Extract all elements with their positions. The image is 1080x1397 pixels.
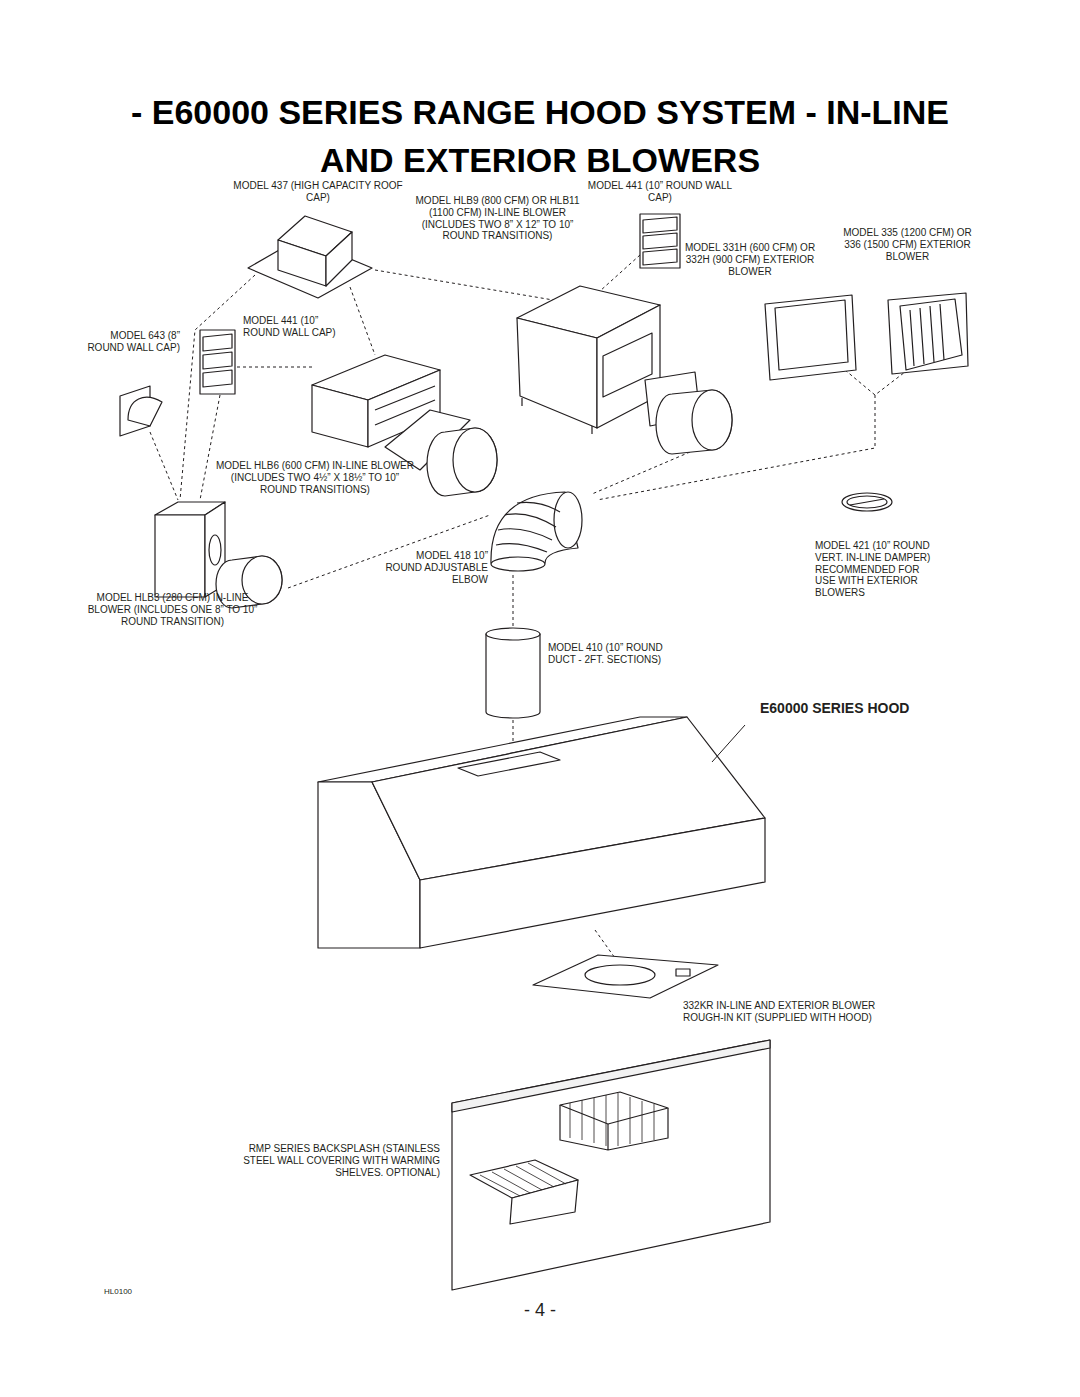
wall-cap-left [200, 330, 235, 394]
part-label: MODEL 410 (10” ROUND DUCT - 2FT. SECTION… [548, 642, 678, 666]
part-label: MODEL 441 (10” ROUND WALL CAP) [243, 315, 338, 339]
backsplash-part [560, 1105, 668, 1150]
part-label: MODEL 421 (10” ROUND VERT. IN-LINE DAMPE… [815, 540, 940, 599]
inline-damper-part [842, 493, 892, 511]
dashed-guides-part [592, 452, 690, 494]
part-label: MODEL 643 (8” ROUND WALL CAP) [78, 330, 180, 354]
page-title: - E60000 SERIES RANGE HOOD SYSTEM - IN-L… [130, 88, 950, 184]
backsplash-part [560, 1092, 668, 1124]
round-duct-part [486, 628, 540, 640]
adjustable-elbow-part [491, 557, 545, 571]
exterior-blower-large [888, 293, 968, 374]
wall-cap-left-part [200, 330, 235, 394]
round-duct [486, 628, 540, 718]
dashed-guides-part [597, 395, 875, 500]
inline-blower-medium-part [312, 385, 368, 447]
exterior-blower-large-part [888, 293, 968, 374]
adjustable-elbow-part [554, 492, 582, 548]
inline-blower-large-part [692, 390, 732, 450]
wall-cap-left-part [203, 352, 232, 369]
exterior-blower-small-part [765, 295, 856, 380]
backsplash-part [510, 1180, 578, 1224]
wall-cap-top-part [643, 217, 677, 233]
inline-blower-medium-part [427, 428, 497, 496]
rough-in-kit-part [676, 969, 690, 976]
range-hood-part [420, 818, 765, 948]
part-label: MODEL HLB6 (600 CFM) IN-LINE BLOWER (INC… [215, 460, 415, 495]
adjustable-elbow-part [496, 502, 560, 552]
backsplash-part [570, 1093, 654, 1146]
part-label: MODEL HLB9 (800 CFM) OR HLB11 (1100 CFM)… [415, 195, 580, 242]
dashed-guides-part [350, 287, 375, 355]
dashed-guides-part [200, 395, 220, 500]
inline-blower-small-part [209, 535, 221, 565]
rough-in-kit-part [585, 965, 655, 985]
range-hood-part [458, 752, 560, 776]
exterior-blower-large-part [910, 304, 944, 366]
page-number: - 4 - [490, 1300, 590, 1321]
drawing-code: HL0100 [104, 1287, 164, 1296]
inline-damper-part [850, 499, 884, 505]
part-label: 332KR IN-LINE AND EXTERIOR BLOWER ROUGH-… [683, 1000, 883, 1024]
roof-cap-part [326, 232, 352, 286]
dashed-guides-part [150, 432, 178, 500]
dashed-guides-part [375, 270, 565, 302]
wall-cap-top-part [643, 233, 677, 249]
inline-damper-part [847, 496, 887, 508]
wall-cap-top-part [643, 249, 677, 265]
exterior-blower-small [765, 295, 856, 380]
part-label: MODEL HLB3 (280 CFM) IN-LINE BLOWER (INC… [80, 592, 265, 627]
part-label: MODEL 331H (600 CFM) OR 332H (900 CFM) E… [680, 242, 820, 277]
range-hood-part [712, 725, 745, 762]
roof-cap-part [278, 240, 326, 286]
dashed-guides-part [237, 367, 312, 368]
hood-label: E60000 SERIES HOOD [760, 700, 970, 717]
inline-blower-large-part [522, 398, 592, 434]
wall-cap-left-part [203, 334, 232, 351]
inline-blower-large-part [603, 333, 652, 397]
backsplash-part [452, 1040, 770, 1290]
inline-blower-small-part [155, 515, 205, 597]
roof-cap [248, 216, 372, 298]
part-label: MODEL 441 (10” ROUND WALL CAP) [585, 180, 735, 204]
part-label: RMP SERIES BACKSPLASH (STAINLESS STEEL W… [225, 1143, 440, 1178]
wall-cap-top [640, 214, 680, 268]
dashed-guides-part [288, 515, 490, 588]
inline-blower-medium-part [453, 428, 497, 492]
dashed-guides-part [513, 575, 514, 628]
exterior-blower-large-part [900, 299, 962, 370]
inline-damper [842, 493, 892, 511]
rough-in-kit [533, 955, 718, 998]
round-duct-part [486, 634, 540, 718]
range-hood [318, 717, 765, 948]
part-label: MODEL 437 (HIGH CAPACITY ROOF CAP) [228, 180, 408, 204]
wall-cap-round [120, 386, 162, 436]
wall-cap-top-part [640, 214, 680, 268]
inline-blower-large [517, 286, 732, 454]
exterior-blower-small-part [775, 300, 848, 370]
backsplash-part [480, 1163, 566, 1196]
part-label: MODEL 418 10” ROUND ADJUSTABLE ELBOW [380, 550, 488, 585]
adjustable-elbow [491, 492, 582, 571]
rough-in-kit-part [533, 955, 718, 998]
backsplash [452, 1040, 770, 1290]
wall-cap-round-part [128, 397, 162, 426]
inline-blower-large-part [517, 318, 597, 428]
wall-cap-left-part [203, 370, 232, 387]
dashed-guides [150, 255, 905, 965]
part-label: MODEL 335 (1200 CFM) OR 336 (1500 CFM) E… [835, 227, 980, 262]
inline-blower-large-part [656, 390, 732, 454]
